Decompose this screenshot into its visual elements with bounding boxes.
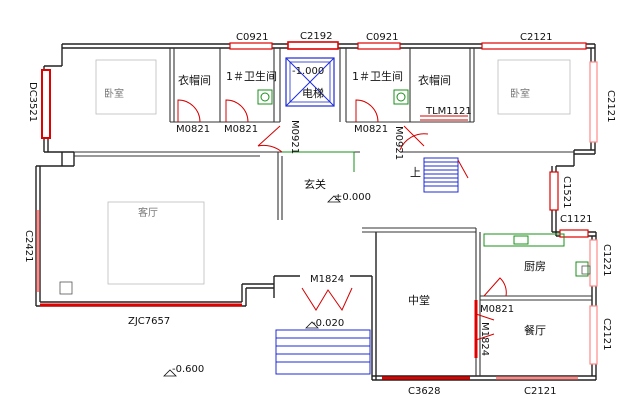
label-c1521: C1521 — [561, 176, 572, 208]
room-closet-left: 衣帽间 — [178, 73, 211, 87]
label-m1824-top: M1824 — [310, 274, 344, 285]
door-m1824-top — [301, 287, 353, 312]
room-bedroom-left: 卧室 — [104, 87, 124, 100]
room-elevator: 电梯 — [302, 87, 324, 100]
label-c2121-bottom: C2121 — [524, 386, 556, 397]
label-c2121-right-lower: C2121 — [601, 318, 612, 350]
label-m0821-b: M0821 — [224, 124, 258, 135]
room-labels: 衣帽间 1＃卫生间 卧室 电梯 -1.000 1＃卫生间 衣帽间 卧室 玄关 ±… — [104, 66, 546, 375]
basin-left-fixture — [260, 92, 270, 102]
door-m1824-side — [475, 313, 495, 341]
room-foyer: 玄关 — [304, 177, 326, 191]
kitchen-stove — [575, 261, 589, 277]
label-c2121-right-side: C2121 — [605, 90, 616, 122]
room-bedroom-right: 卧室 — [510, 87, 530, 100]
furniture-hatch — [59, 59, 591, 295]
label-m0921-left: M0921 — [289, 120, 300, 154]
window-c2121-right-lower — [589, 305, 598, 365]
label-c2121-top: C2121 — [520, 32, 552, 43]
label-c3628: C3628 — [408, 386, 440, 397]
stair-up-mark: 上 — [410, 166, 421, 179]
label-tlm1121: TLM1121 — [425, 106, 472, 117]
level-markers — [163, 195, 341, 377]
doors — [177, 99, 507, 341]
window-dc3521 — [41, 69, 51, 139]
basin-right-fixture — [396, 92, 406, 102]
kitchen-counter — [483, 233, 565, 247]
door-m0821-b — [225, 99, 249, 123]
label-c2421: C2421 — [23, 230, 34, 262]
door-m0821-c — [355, 99, 379, 123]
level-foyer: ±0.000 — [334, 192, 371, 203]
toilet-right-fixture — [393, 89, 409, 105]
room-bath1-left: 1＃卫生间 — [226, 69, 277, 83]
foyer-cabinet-outline — [282, 151, 355, 172]
room-living: 客厅 — [138, 206, 158, 219]
label-m0821-d: M0821 — [480, 304, 514, 315]
windows — [36, 41, 598, 380]
room-central-hall: 中堂 — [408, 294, 430, 307]
label-m0921-right: M0921 — [393, 126, 404, 160]
window-c0921-right — [357, 42, 401, 50]
level-entry: -0.020 — [312, 318, 344, 329]
level-outside: -0.600 — [172, 364, 204, 375]
kitchen-sink — [513, 235, 529, 245]
label-c2192: C2192 — [300, 31, 332, 42]
label-c1221: C1221 — [601, 244, 612, 276]
room-bath1-right: 1＃卫生间 — [352, 69, 403, 83]
window-c2192 — [287, 41, 339, 50]
window-c1221 — [589, 239, 598, 287]
door-tlm1121 — [420, 115, 468, 121]
toilet-left-fixture — [257, 89, 273, 105]
label-c0921-left: C0921 — [236, 32, 268, 43]
door-m0921-right — [399, 125, 429, 151]
fixtures — [257, 89, 589, 277]
label-c0921-right: C0921 — [366, 32, 398, 43]
label-m1824-side: M1824 — [479, 322, 490, 356]
window-c1521 — [549, 171, 559, 211]
door-m0821-a — [177, 99, 201, 123]
label-zjc7657: ZJC7657 — [128, 316, 170, 327]
window-c0921-left — [229, 42, 273, 50]
door-m0821-d — [483, 277, 507, 297]
label-dc3521: DC3521 — [27, 82, 38, 122]
room-kitchen: 厨房 — [524, 260, 546, 273]
code-labels: C0921 C2192 C0921 C2121 DC3521 C2121 C15… — [23, 31, 616, 397]
elevator-shaft — [285, 57, 335, 107]
label-m0821-c: M0821 — [354, 124, 388, 135]
window-c2121-top — [481, 42, 587, 50]
room-closet-right: 衣帽间 — [418, 73, 451, 87]
label-c1121: C1121 — [560, 214, 592, 225]
level-elevator: -1.000 — [292, 66, 324, 77]
stairs — [275, 157, 469, 375]
room-dining: 餐厅 — [524, 323, 546, 337]
door-m0921-left — [257, 125, 283, 153]
window-c2121-right-side — [589, 61, 598, 143]
label-m0821-a: M0821 — [176, 124, 210, 135]
